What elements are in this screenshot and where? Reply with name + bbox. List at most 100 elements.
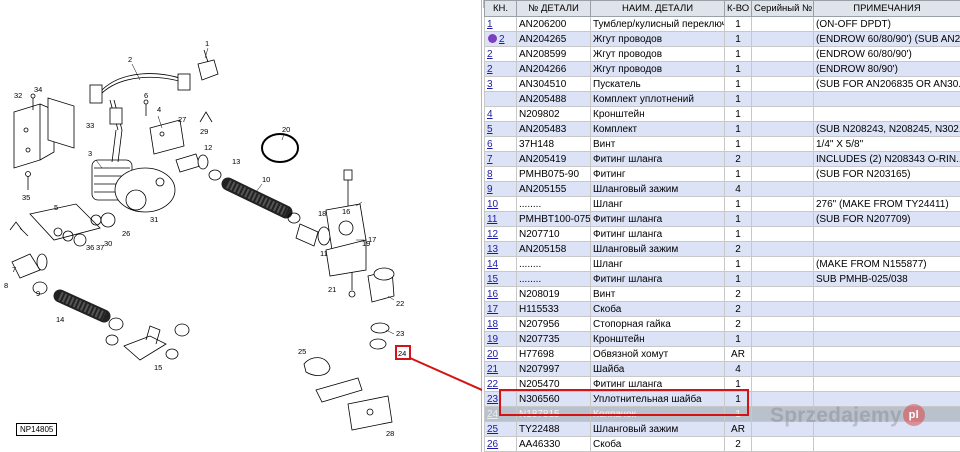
cell-quantity: 1: [724, 91, 752, 107]
kh-link[interactable]: 17: [487, 303, 499, 315]
cell-kh[interactable]: 11: [484, 211, 517, 227]
kh-link[interactable]: 2: [487, 63, 493, 75]
cell-kh[interactable]: 14: [484, 256, 517, 272]
kh-link[interactable]: 11: [487, 213, 498, 225]
column-header-part-name[interactable]: НАИМ. ДЕТАЛИ: [590, 0, 725, 17]
kh-link[interactable]: 14: [487, 258, 499, 270]
cell-serial: [751, 241, 814, 257]
kh-link[interactable]: 6: [487, 138, 493, 150]
callout-20: 20: [282, 125, 290, 134]
kh-link[interactable]: 22: [487, 378, 499, 390]
kh-link[interactable]: 16: [487, 288, 499, 300]
cell-part-name: Обвязной хомут: [590, 346, 725, 362]
kh-link[interactable]: 24: [487, 408, 499, 420]
kh-link[interactable]: 7: [487, 153, 493, 165]
cell-kh[interactable]: 1: [484, 16, 517, 32]
cell-kh[interactable]: 19: [484, 331, 517, 347]
cell-kh[interactable]: 25: [484, 421, 517, 437]
kh-link[interactable]: 2: [487, 48, 493, 60]
cell-kh[interactable]: 16: [484, 286, 517, 302]
cell-kh[interactable]: 18: [484, 316, 517, 332]
kh-link[interactable]: 5: [487, 123, 493, 135]
kh-link[interactable]: 13: [487, 243, 499, 255]
kh-link[interactable]: 3: [487, 78, 493, 90]
kh-link[interactable]: 23: [487, 393, 499, 405]
cell-kh[interactable]: 3: [484, 76, 517, 92]
cell-kh[interactable]: 20: [484, 346, 517, 362]
callout-30: 30: [104, 239, 112, 248]
column-header-kh[interactable]: КН.: [484, 0, 517, 17]
kh-link[interactable]: 12: [487, 228, 499, 240]
cell-kh[interactable]: 6: [484, 136, 517, 152]
cell-kh[interactable]: 26: [484, 436, 517, 452]
gear-icon[interactable]: [488, 34, 497, 44]
cell-kh[interactable]: 10: [484, 196, 517, 212]
cell-kh[interactable]: 2: [484, 61, 517, 77]
cell-kh[interactable]: 21: [484, 361, 517, 377]
kh-link[interactable]: 20: [487, 348, 499, 360]
cell-kh[interactable]: 15: [484, 271, 517, 287]
cell-kh[interactable]: 17: [484, 301, 517, 317]
kh-link[interactable]: 1: [487, 18, 493, 30]
cell-serial: [751, 361, 814, 377]
cell-part-number: N207956: [516, 316, 591, 332]
column-header-quantity[interactable]: К-ВО: [724, 0, 752, 17]
cell-kh[interactable]: 8: [484, 166, 517, 182]
kh-link[interactable]: 15: [487, 273, 499, 285]
cell-kh[interactable]: 2: [484, 31, 517, 47]
parts-table: КН. № ДЕТАЛИ НАИМ. ДЕТАЛИ К-ВО Серийный …: [484, 0, 960, 452]
cell-part-number: ........: [516, 196, 591, 212]
kh-link[interactable]: 8: [487, 168, 493, 180]
column-header-part-number[interactable]: № ДЕТАЛИ: [516, 0, 591, 17]
cell-kh[interactable]: 2: [484, 46, 517, 62]
cell-kh[interactable]: 9: [484, 181, 517, 197]
cell-kh[interactable]: 7: [484, 151, 517, 167]
kh-link[interactable]: 19: [487, 333, 499, 345]
kh-link[interactable]: 26: [487, 438, 499, 450]
kh-link[interactable]: 10: [487, 198, 499, 210]
kh-link[interactable]: 9: [487, 183, 493, 195]
cell-kh[interactable]: 12: [484, 226, 517, 242]
cell-part-name: Шайба: [590, 361, 725, 377]
cell-kh[interactable]: 13: [484, 241, 517, 257]
kh-link[interactable]: 4: [487, 108, 493, 120]
kh-link[interactable]: 25: [487, 423, 499, 435]
cell-quantity: 1: [724, 331, 752, 347]
kh-link[interactable]: 18: [487, 318, 499, 330]
column-header-serial[interactable]: Серийный №: [751, 0, 814, 17]
column-header-notes[interactable]: ПРИМЕЧАНИЯ: [813, 0, 960, 17]
kh-link[interactable]: 21: [487, 363, 499, 375]
kh-link[interactable]: 2: [499, 33, 505, 45]
cell-part-name: Тумблер/кулисный переключ.: [590, 16, 725, 32]
cell-notes: [813, 331, 960, 347]
cell-kh[interactable]: 5: [484, 121, 517, 137]
cell-kh[interactable]: 4: [484, 106, 517, 122]
